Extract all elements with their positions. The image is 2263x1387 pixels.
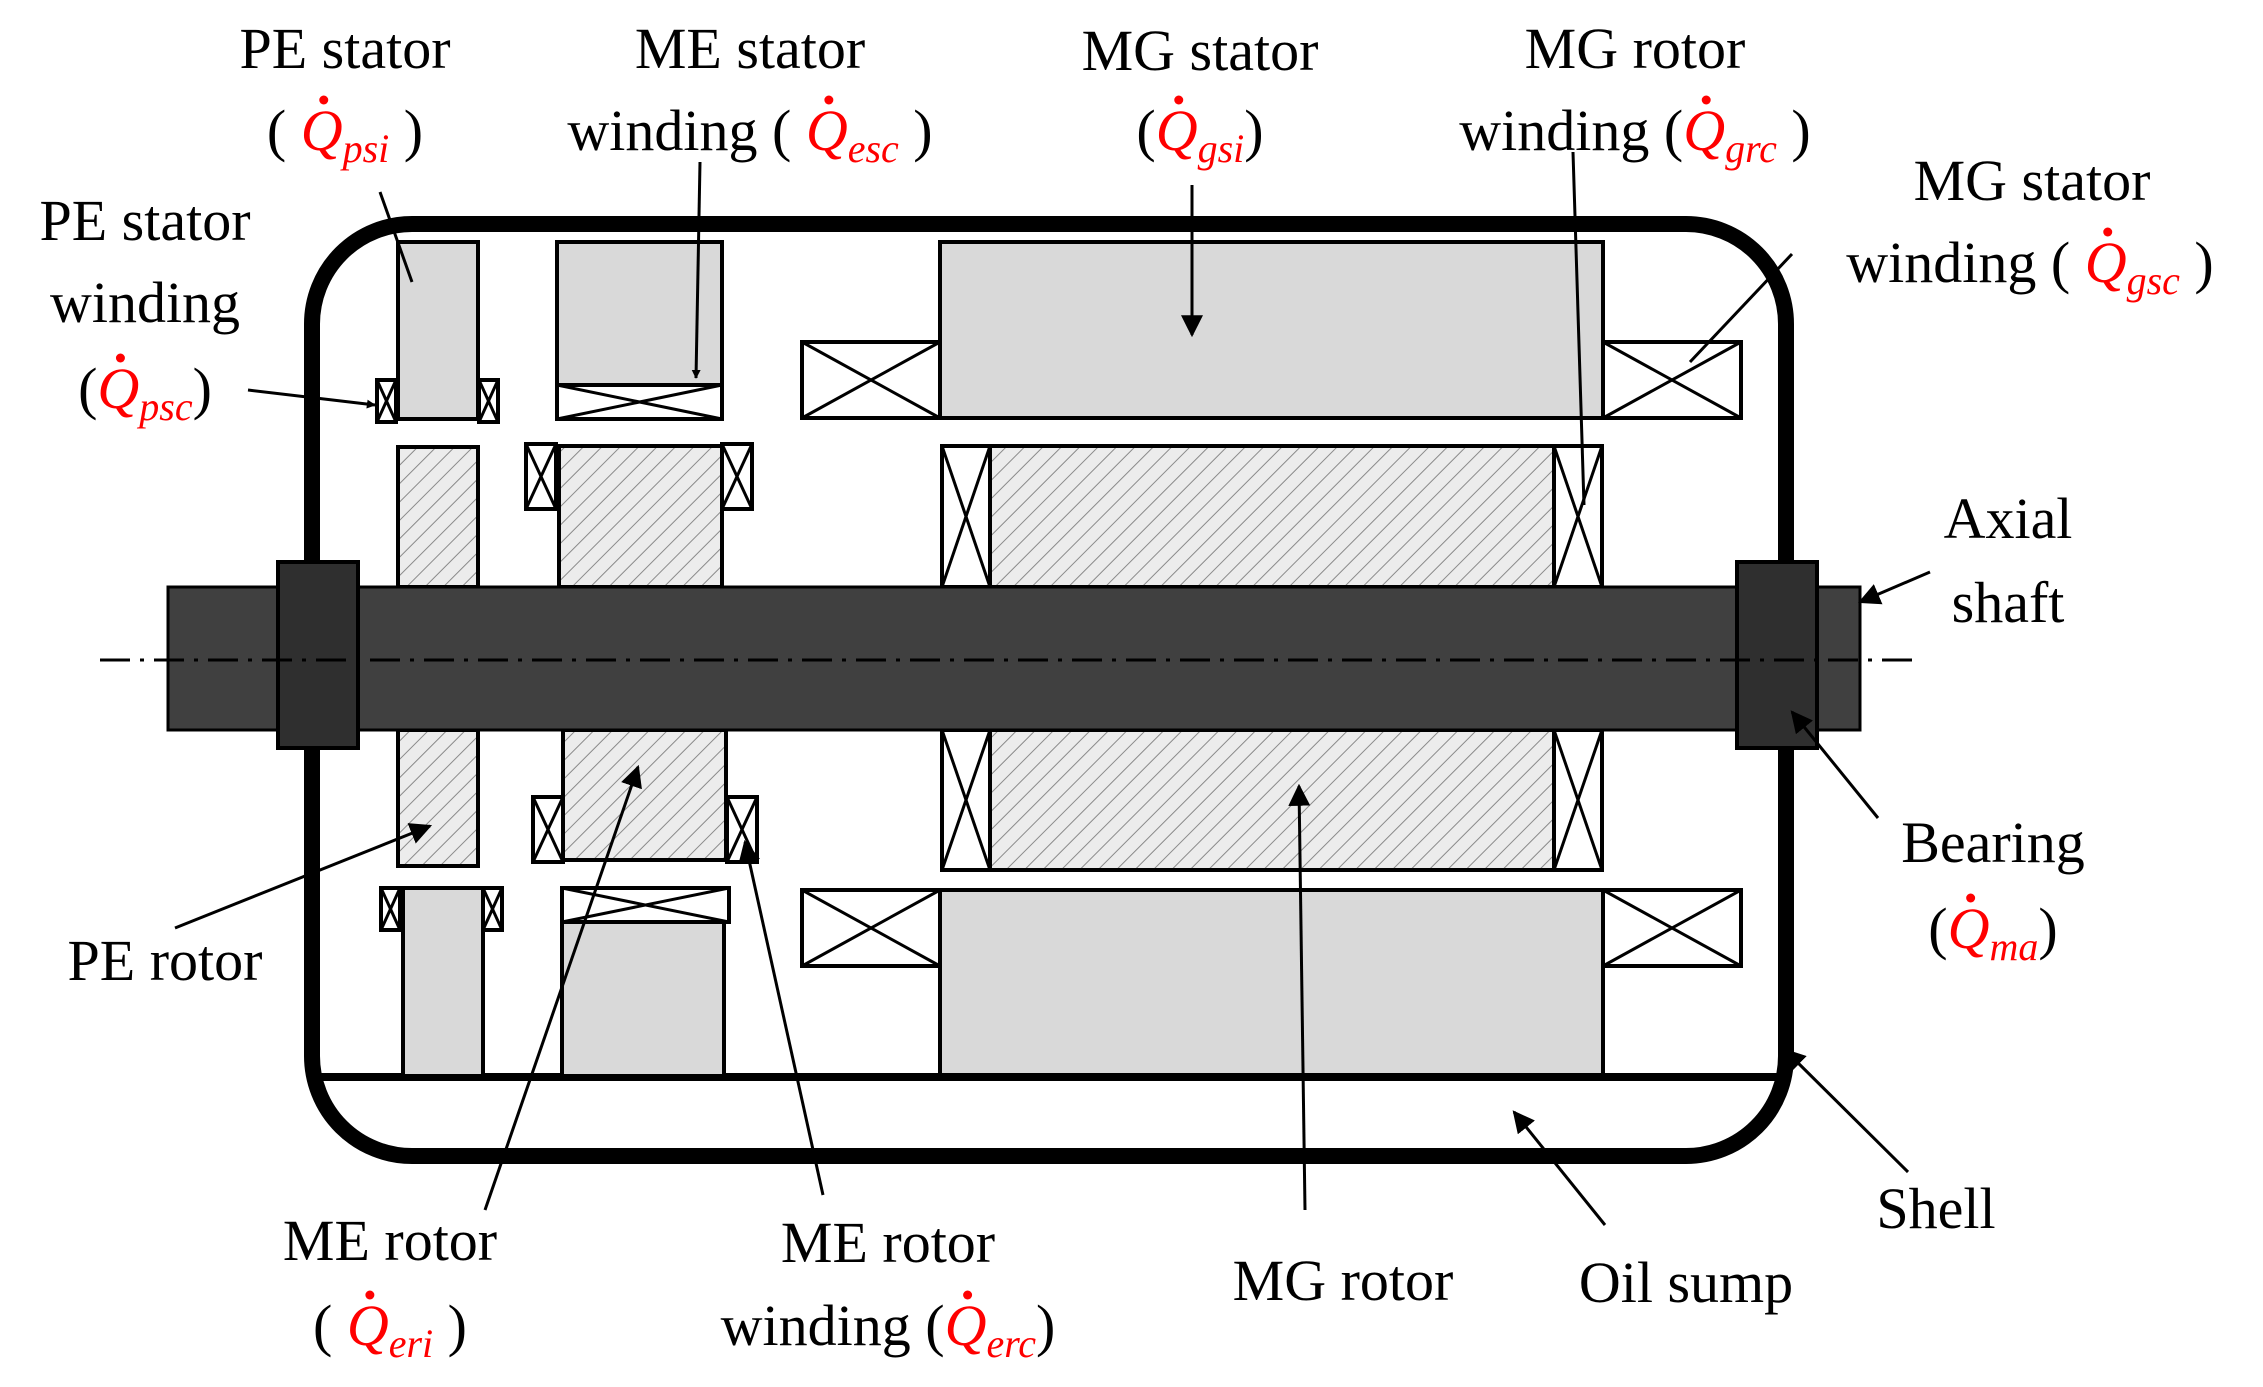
pe-rotor-upper bbox=[396, 445, 480, 589]
pe-stator-upper bbox=[396, 240, 480, 421]
me-rotor-label: ME rotor bbox=[283, 1208, 497, 1273]
mg-rotor-winding-leader bbox=[1571, 151, 1586, 506]
bearing-arrow bbox=[1790, 710, 1880, 819]
derivative-dot bbox=[1701, 95, 1711, 105]
me-stator-winding-upper bbox=[555, 383, 724, 421]
derivative-dot bbox=[1966, 893, 1976, 903]
mg-stator-winding-upper-left bbox=[800, 340, 942, 420]
mg-stator-winding-leader bbox=[1688, 252, 1794, 364]
pe-rotor-label: PE rotor bbox=[68, 928, 263, 993]
pe-stator-lower bbox=[401, 886, 485, 1078]
pe-stator-winding-label-1: PE stator bbox=[39, 188, 250, 253]
mg-rotor-arrow bbox=[1288, 783, 1311, 1211]
shell-label: Shell bbox=[1876, 1176, 1995, 1241]
derivative-dot bbox=[1174, 95, 1184, 105]
mg-stator-upper bbox=[938, 240, 1605, 420]
derivative-dot bbox=[365, 1290, 375, 1300]
me-rotor-winding-arrow bbox=[738, 839, 825, 1196]
mg-rotor-lower bbox=[986, 728, 1556, 872]
mg-rotor-upper bbox=[986, 444, 1556, 589]
mg-stator-winding-label: MG stator bbox=[1914, 148, 2151, 213]
pe-rotor-arrow bbox=[174, 823, 433, 930]
pe-stator-winding-label-2: winding bbox=[50, 270, 240, 335]
bearing-left bbox=[276, 560, 360, 750]
mg-stator-winding-upper-right bbox=[1601, 340, 1743, 420]
me-rotor-lower bbox=[561, 728, 728, 862]
mg-stator-symbol: (Qgsi) bbox=[1136, 98, 1263, 171]
pe-stator-winding-upper-left bbox=[375, 378, 398, 424]
axial-shaft-label-2: shaft bbox=[1952, 570, 2065, 635]
me-rotor-upper bbox=[557, 444, 724, 589]
pe-stator-winding-lower-left bbox=[379, 886, 402, 932]
pe-stator-winding-lower-right bbox=[481, 886, 504, 932]
axial-shaft-arrow bbox=[1857, 570, 1931, 605]
mg-rotor-winding-lower-left bbox=[940, 728, 992, 872]
mg-rotor-winding-upper-left bbox=[940, 444, 992, 589]
mg-stator-winding-symbol: winding ( Qgsc ) bbox=[1846, 230, 2213, 303]
pe-rotor-lower bbox=[396, 728, 480, 868]
bearing-label: Bearing bbox=[1901, 810, 2085, 875]
mg-rotor-winding-lower-right bbox=[1552, 728, 1604, 872]
mg-stator-winding-lower-left bbox=[800, 888, 942, 968]
pe-stator-symbol: ( Qpsi ) bbox=[267, 98, 423, 171]
mg-rotor-winding-label: MG rotor bbox=[1525, 16, 1746, 81]
me-stator-winding-arrow bbox=[691, 161, 702, 379]
me-rotor-winding-lower-left bbox=[531, 795, 565, 864]
me-stator-winding-symbol: winding ( Qesc ) bbox=[567, 98, 932, 171]
bearing-symbol: (Qma) bbox=[1928, 896, 2057, 969]
derivative-dot bbox=[963, 1290, 973, 1300]
mg-rotor-winding-upper-right bbox=[1552, 444, 1604, 589]
me-rotor-winding-lower-right bbox=[725, 795, 759, 864]
pe-stator-winding-upper-right bbox=[477, 378, 500, 424]
derivative-dot bbox=[319, 95, 329, 105]
mg-stator-winding-lower-right bbox=[1601, 888, 1743, 968]
me-rotor-winding-symbol: winding (Qerc) bbox=[721, 1293, 1056, 1366]
derivative-dot bbox=[824, 95, 834, 105]
me-rotor-winding-upper-right bbox=[720, 442, 754, 511]
mg-stator-label: MG stator bbox=[1082, 18, 1319, 83]
shell-arrow bbox=[1783, 1048, 1910, 1174]
axial-shaft bbox=[166, 585, 1862, 732]
pe-stator-leader bbox=[378, 191, 414, 283]
axial-shaft-label-1: Axial bbox=[1944, 486, 2073, 551]
mg-rotor-winding-symbol: winding (Qgrc ) bbox=[1459, 98, 1811, 171]
me-rotor-symbol: ( Qeri ) bbox=[313, 1293, 467, 1366]
oil-sump-arrow bbox=[1512, 1110, 1607, 1226]
pe-stator-winding-arrow bbox=[247, 388, 376, 409]
oil-sump-label: Oil sump bbox=[1579, 1250, 1793, 1315]
pe-stator-winding-symbol: (Qpsc) bbox=[78, 356, 212, 429]
me-rotor-arrow bbox=[483, 764, 642, 1211]
pe-stator-label: PE stator bbox=[239, 16, 450, 81]
me-stator-winding-label: ME stator bbox=[635, 16, 865, 81]
bearing-right bbox=[1735, 560, 1819, 750]
derivative-dot bbox=[115, 353, 125, 363]
me-rotor-winding-upper-left bbox=[524, 442, 558, 511]
mg-stator-lower bbox=[938, 888, 1605, 1077]
derivative-dot bbox=[2103, 227, 2113, 237]
mg-rotor-label: MG rotor bbox=[1233, 1248, 1454, 1313]
me-rotor-winding-label: ME rotor bbox=[781, 1210, 995, 1275]
